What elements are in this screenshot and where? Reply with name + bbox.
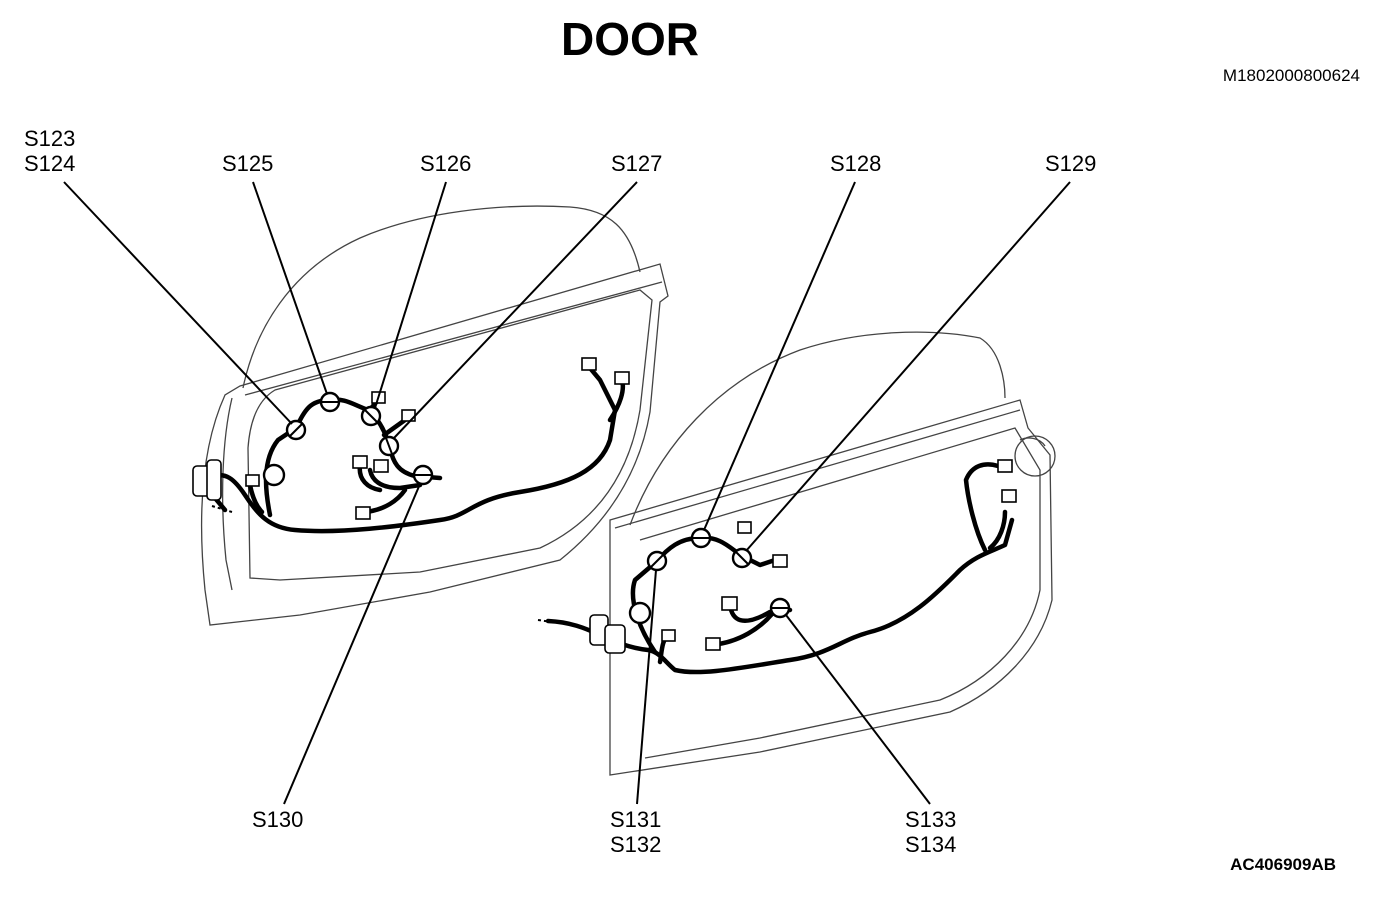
- splice-s127: [378, 435, 400, 457]
- label-s131-s132: S131 S132: [610, 807, 662, 857]
- label-s128: S128: [830, 151, 882, 176]
- splice-s133-s134: [769, 597, 791, 619]
- label-s125: S125: [222, 151, 274, 176]
- splice-s126: [360, 405, 382, 427]
- label-s133-s134: S133 S134: [905, 807, 957, 857]
- label-s126: S126: [420, 151, 472, 176]
- splice-s125: [319, 391, 341, 413]
- label-s130: S130: [252, 807, 304, 832]
- splice-s131-s132: [646, 550, 668, 572]
- splice-s129: [731, 547, 753, 569]
- leader-lines: [63, 181, 1071, 805]
- diagram-title: DOOR: [561, 13, 699, 65]
- figure-code-bottom: AC406909AB: [1230, 855, 1336, 874]
- front-door-connectors: [245, 357, 630, 520]
- splice-markers: [285, 391, 791, 619]
- label-s127: S127: [611, 151, 663, 176]
- splice-s123-s124: [285, 419, 307, 441]
- splice-s128: [690, 527, 712, 549]
- label-s123-s124: S123 S124: [24, 126, 76, 176]
- label-s129: S129: [1045, 151, 1097, 176]
- front-door-grommet: [192, 459, 286, 501]
- figure-code-top: M1802000800624: [1222, 66, 1360, 85]
- rear-door-connectors: [661, 459, 1017, 651]
- splice-s130: [412, 464, 434, 486]
- rear-door-grommet: [589, 601, 652, 654]
- front-door-outline: [200, 205, 669, 626]
